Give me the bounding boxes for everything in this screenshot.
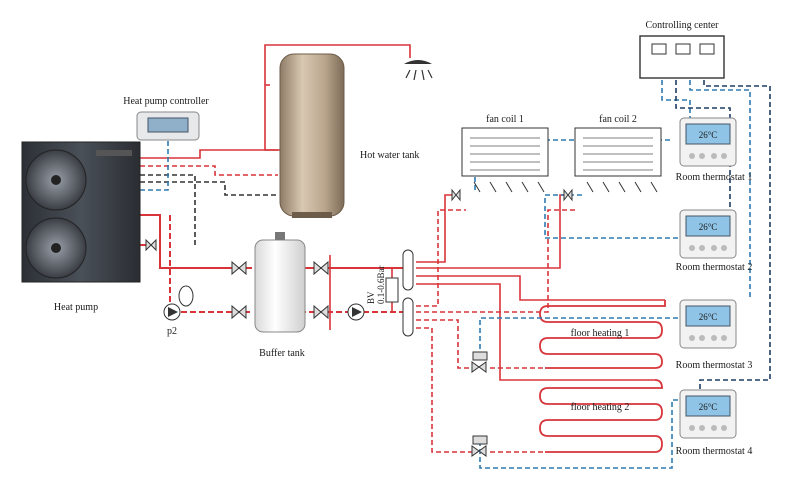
controlling-center-label: Controlling center: [645, 20, 719, 31]
valve-icon: [145, 238, 329, 320]
signal-wires: [140, 80, 771, 469]
valve-icon: [451, 188, 461, 202]
heat-pump-unit: Heat pump: [21, 141, 141, 313]
floor-heating-2-label: floor heating 2: [571, 402, 630, 413]
bypass-valve: BV 0.1-0.6Bar: [366, 266, 399, 305]
heat-pump-controller-label: Heat pump controller: [123, 96, 209, 107]
pump-p2-icon: p2: [163, 303, 181, 337]
expansion-vessel-icon: [178, 285, 194, 307]
fan-coil-1: fan coil 1: [461, 114, 549, 193]
thermostat-2-display: 26°C: [699, 222, 718, 232]
buffer-tank-label: Buffer tank: [259, 348, 305, 359]
pump-p2-label: p2: [167, 326, 177, 337]
valve-icon: [471, 351, 488, 457]
fan-coil-1-label: fan coil 1: [486, 114, 524, 125]
pump-icon: [347, 303, 365, 321]
thermostat-4-display: 26°C: [699, 402, 718, 412]
thermostat-3-display: 26°C: [699, 312, 718, 322]
supply-manifold: [402, 249, 414, 291]
floor-heating-1-label: floor heating 1: [571, 328, 630, 339]
bypass-pressure-label: 0.1-0.6Bar: [376, 266, 386, 305]
controlling-center: Controlling center: [639, 20, 725, 79]
hot-water-tank-label: Hot water tank: [360, 150, 419, 161]
thermostat-1-display: 26°C: [699, 130, 718, 140]
fan-coil-2-label: fan coil 2: [599, 114, 637, 125]
heat-pump-label: Heat pump: [54, 302, 98, 313]
room-thermostat-1-label: Room thermostat 1: [676, 172, 753, 183]
return-manifold: [402, 297, 414, 337]
room-thermostat-3: 26°C Room thermostat 3: [676, 299, 753, 371]
heat-pump-controller: Heat pump controller: [123, 96, 209, 141]
pipe-network: [140, 44, 666, 453]
room-thermostat-1: 26°C Room thermostat 1: [676, 117, 753, 183]
bypass-label: BV: [366, 291, 376, 304]
room-thermostat-3-label: Room thermostat 3: [676, 360, 753, 371]
room-thermostat-2-label: Room thermostat 2: [676, 262, 753, 273]
hot-water-tank: Hot water tank: [279, 53, 419, 218]
buffer-tank: Buffer tank: [254, 232, 306, 359]
fan-coil-2: fan coil 2: [574, 114, 662, 193]
room-thermostat-4: 26°C Room thermostat 4: [676, 389, 753, 457]
room-thermostat-2: 26°C Room thermostat 2: [676, 209, 753, 273]
shower-head-icon: [404, 60, 433, 81]
room-thermostat-4-label: Room thermostat 4: [676, 446, 753, 457]
valve-icon: [563, 188, 573, 202]
